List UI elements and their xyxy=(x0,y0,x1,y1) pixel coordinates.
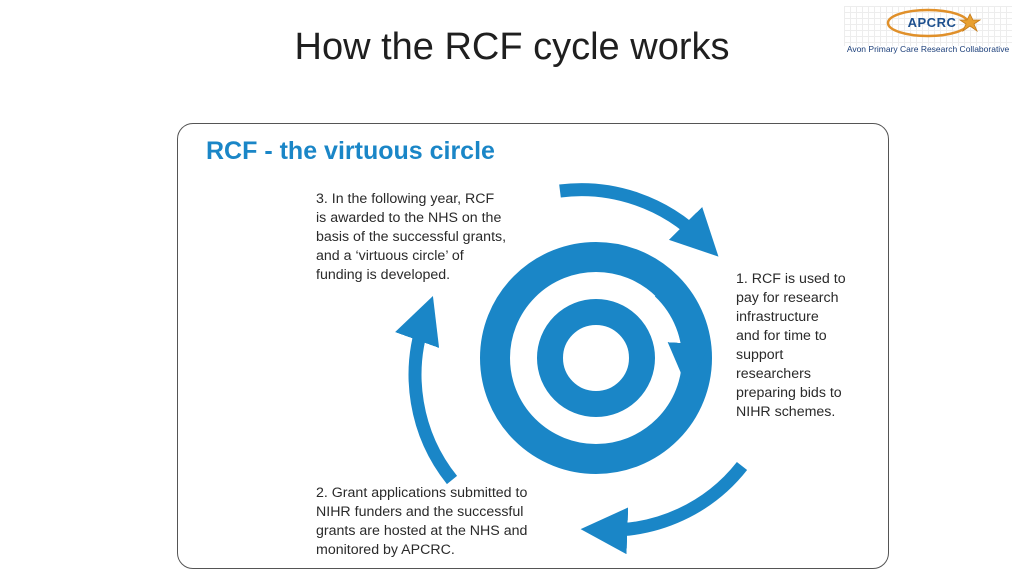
step-2-text: 2. Grant applications submitted to NIHR … xyxy=(316,485,528,558)
diagram-panel xyxy=(177,123,889,569)
arrow-step1-to-step2 xyxy=(580,461,748,555)
step-1-text: 1. RCF is used to pay for research infra… xyxy=(736,271,846,420)
inner-ring xyxy=(537,299,655,417)
logo-grid-pattern xyxy=(844,6,1012,46)
logo-text: APCRC xyxy=(907,15,957,30)
logo-swoosh-icon xyxy=(886,8,982,38)
arrow-step2-to-step3 xyxy=(395,295,458,485)
arrow-inner-right xyxy=(654,287,711,387)
logo-mark: APCRC xyxy=(882,8,982,42)
arrow-step3-to-step1 xyxy=(559,183,719,257)
apcrc-logo: APCRC Avon Primary Care Research Collabo… xyxy=(838,6,1018,58)
diagram-heading: RCF - the virtuous circle xyxy=(206,137,495,165)
logo-tagline: Avon Primary Care Research Collaborative xyxy=(846,44,1010,54)
slide-title: How the RCF cycle works xyxy=(294,26,730,68)
step-3-text: 3. In the following year, RCF is awarded… xyxy=(316,191,507,283)
outer-ring xyxy=(480,242,712,474)
